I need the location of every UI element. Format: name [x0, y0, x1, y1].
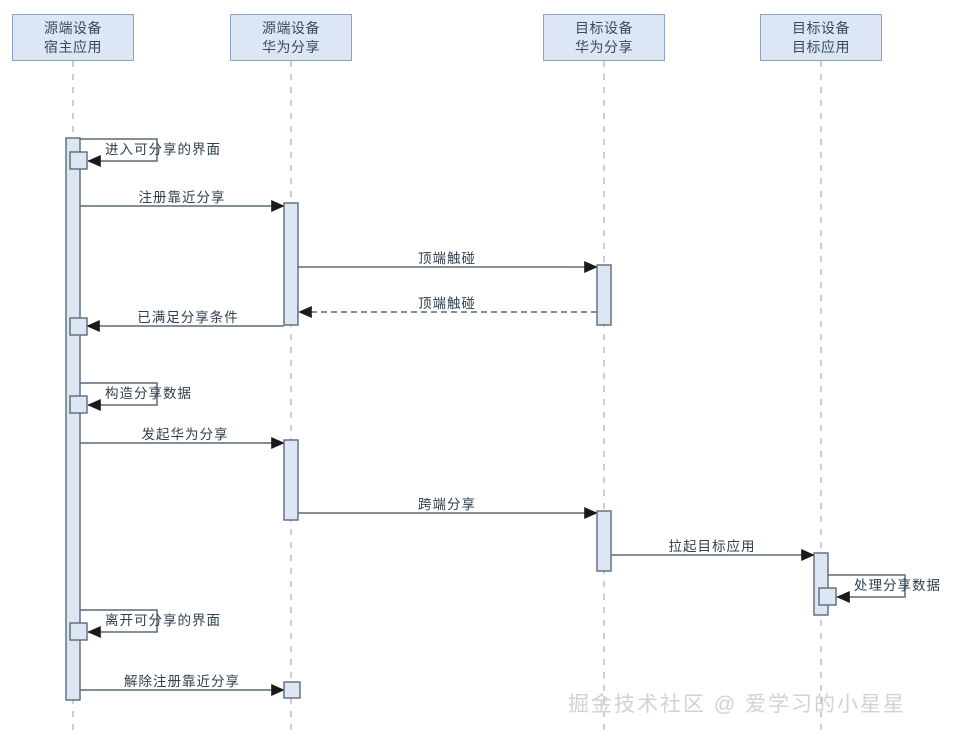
label-msg-register-nearby-share: 注册靠近分享 — [138, 190, 226, 205]
label-msg-top-touch-return: 顶端触碰 — [418, 296, 476, 311]
participant-src-share[interactable]: 源端设备华为分享 — [230, 14, 352, 61]
participant-label-line1: 源端设备 — [262, 19, 320, 36]
label-msg-unregister-nearby-share: 解除注册靠近分享 — [124, 674, 240, 689]
act-host-self-2[interactable] — [69, 317, 88, 336]
act-src-share-1[interactable] — [283, 202, 299, 326]
label-msg-start-huawei-share: 发起华为分享 — [141, 427, 229, 442]
label-msg-handle-share-data: 处理分享数据 — [854, 578, 941, 593]
activations-layer — [65, 137, 837, 701]
act-target-self[interactable] — [818, 587, 837, 606]
participant-dst-share[interactable]: 目标设备华为分享 — [543, 14, 665, 61]
label-msg-cross-device-share: 跨端分享 — [418, 497, 476, 512]
act-target-app[interactable] — [813, 552, 829, 616]
participant-label-line2: 华为分享 — [575, 38, 633, 55]
participant-label-line2: 宿主应用 — [44, 38, 102, 55]
watermark: 掘金技术社区 @ 爱学习的小星星 — [568, 693, 906, 716]
participant-label-line1: 目标设备 — [792, 19, 850, 36]
participant-label-line2: 华为分享 — [262, 38, 320, 55]
act-host-self-3[interactable] — [69, 395, 88, 414]
messages-layer — [70, 138, 906, 696]
label-msg-enter-shareable-ui: 进入可分享的界面 — [105, 142, 221, 157]
act-src-share-2[interactable] — [283, 439, 299, 521]
act-dst-share-1[interactable] — [596, 264, 612, 326]
label-msg-build-share-data: 构造分享数据 — [105, 386, 192, 401]
msg-leave-shareable-ui[interactable] — [70, 609, 158, 638]
participant-target-app[interactable]: 目标设备目标应用 — [760, 14, 882, 61]
msg-handle-share-data[interactable] — [819, 574, 906, 603]
msg-enter-shareable-ui[interactable] — [70, 138, 158, 167]
label-msg-leave-shareable-ui: 离开可分享的界面 — [105, 613, 221, 628]
label-msg-share-condition-met: 已满足分享条件 — [137, 310, 239, 325]
participant-label-line1: 源端设备 — [44, 19, 102, 36]
label-msg-top-touch-out: 顶端触碰 — [418, 251, 476, 266]
act-host-main[interactable] — [65, 137, 81, 701]
act-host-self-4[interactable] — [69, 622, 88, 641]
participant-host-app[interactable]: 源端设备宿主应用 — [12, 14, 134, 61]
act-src-share-3[interactable] — [283, 681, 301, 699]
participant-label-line2: 目标应用 — [792, 38, 850, 55]
act-host-self-1[interactable] — [69, 151, 88, 170]
act-dst-share-2[interactable] — [596, 510, 612, 572]
participant-label-line1: 目标设备 — [575, 19, 633, 36]
label-msg-launch-target-app: 拉起目标应用 — [668, 539, 756, 554]
msg-build-share-data[interactable] — [70, 382, 158, 411]
